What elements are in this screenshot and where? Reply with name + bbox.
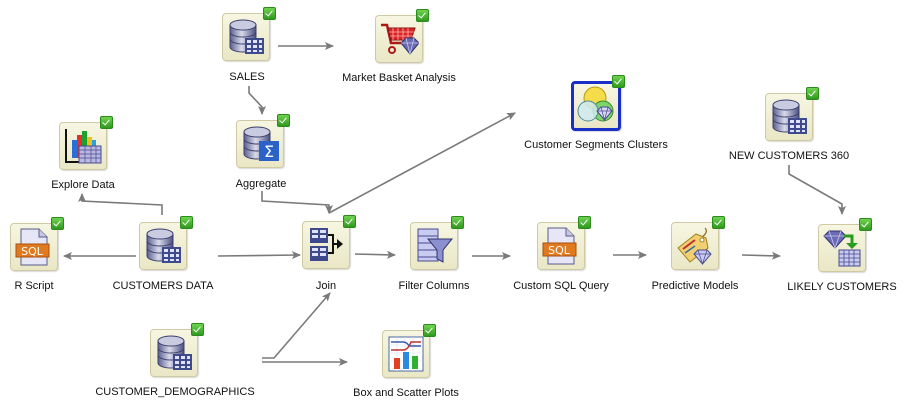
status-ok-icon bbox=[578, 216, 591, 229]
edge-aggregate-join[interactable] bbox=[261, 191, 333, 214]
node-tile[interactable]: SQL bbox=[537, 222, 585, 270]
status-ok-icon bbox=[191, 323, 204, 336]
svg-text:SQL: SQL bbox=[548, 244, 571, 257]
filter-funnel-icon bbox=[417, 228, 454, 263]
status-ok-icon bbox=[806, 87, 819, 100]
svg-text:SQL: SQL bbox=[21, 245, 44, 258]
edge-demographics-join[interactable] bbox=[262, 292, 331, 359]
node-box-scatter-plots[interactable] bbox=[382, 324, 436, 378]
join-icon bbox=[310, 228, 343, 261]
node-label: Explore Data bbox=[51, 179, 115, 191]
association-cart-icon bbox=[381, 23, 419, 55]
node-tile-selected[interactable] bbox=[571, 81, 621, 131]
node-tile[interactable] bbox=[139, 222, 187, 270]
status-ok-icon bbox=[100, 116, 113, 129]
node-tile[interactable] bbox=[302, 221, 350, 269]
status-ok-icon bbox=[51, 217, 64, 230]
graph-icon bbox=[388, 336, 424, 372]
status-ok-icon bbox=[277, 114, 290, 127]
node-tile[interactable] bbox=[765, 93, 813, 141]
node-tile[interactable] bbox=[382, 330, 430, 378]
model-tag-icon bbox=[677, 227, 712, 266]
node-label: Filter Columns bbox=[398, 280, 470, 292]
node-sales[interactable] bbox=[222, 7, 276, 61]
status-ok-icon bbox=[712, 216, 725, 229]
sql-script-icon: SQL bbox=[15, 228, 50, 266]
node-label: Join bbox=[315, 280, 337, 292]
node-label: Custom SQL Query bbox=[513, 280, 609, 292]
explore-chart-icon bbox=[65, 129, 102, 164]
node-tile[interactable]: Σ bbox=[236, 120, 284, 168]
edge-join-filter[interactable] bbox=[354, 250, 396, 259]
node-r-script[interactable]: SQL bbox=[10, 217, 64, 271]
node-tile[interactable] bbox=[150, 329, 198, 377]
node-label: Predictive Models bbox=[651, 280, 739, 292]
node-label: Market Basket Analysis bbox=[342, 72, 456, 84]
clustering-icon bbox=[577, 86, 614, 122]
node-tile[interactable] bbox=[671, 222, 719, 270]
node-new-customers-360[interactable] bbox=[765, 87, 819, 141]
node-label: SALES bbox=[229, 71, 265, 83]
node-market-basket[interactable] bbox=[375, 9, 429, 63]
node-filter-columns[interactable] bbox=[410, 216, 464, 270]
node-label: Customer Segments Clusters bbox=[524, 139, 668, 151]
status-ok-icon bbox=[263, 7, 276, 20]
node-customer-segments[interactable] bbox=[571, 75, 625, 131]
apply-output-icon bbox=[823, 230, 861, 267]
node-label: NEW CUSTOMERS 360 bbox=[728, 150, 850, 162]
svg-text:Σ: Σ bbox=[264, 142, 274, 161]
edge-newcustomers-likely[interactable] bbox=[788, 165, 846, 215]
node-tile[interactable]: SQL bbox=[10, 223, 58, 271]
node-tile[interactable] bbox=[59, 122, 107, 170]
status-ok-icon bbox=[859, 218, 872, 231]
node-tile[interactable] bbox=[410, 222, 458, 270]
node-label: Aggregate bbox=[235, 178, 287, 190]
edge-sales-aggregate[interactable] bbox=[248, 86, 266, 115]
node-custom-sql-query[interactable]: SQL bbox=[537, 216, 591, 270]
node-aggregate[interactable]: Σ bbox=[236, 114, 290, 168]
node-label: CUSTOMER_DEMOGRAPHICS bbox=[95, 386, 255, 398]
edge-join-segments[interactable] bbox=[328, 112, 516, 214]
node-customers-data[interactable] bbox=[139, 216, 193, 270]
status-ok-icon bbox=[343, 215, 356, 228]
node-label: R Script bbox=[14, 280, 54, 292]
edge-predictive-likely[interactable] bbox=[741, 251, 781, 260]
status-ok-icon bbox=[423, 324, 436, 337]
node-tile[interactable] bbox=[375, 15, 423, 63]
status-ok-icon bbox=[612, 75, 625, 88]
node-likely-customers[interactable] bbox=[818, 218, 872, 272]
node-customer-demographics[interactable] bbox=[150, 323, 204, 377]
node-tile[interactable] bbox=[222, 13, 270, 61]
node-label: LIKELY CUSTOMERS bbox=[787, 281, 897, 293]
node-label: Box and Scatter Plots bbox=[353, 387, 459, 399]
edge-customers-explore[interactable] bbox=[78, 193, 163, 215]
status-ok-icon bbox=[416, 9, 429, 22]
node-join[interactable] bbox=[302, 215, 356, 269]
edge-customers-join[interactable] bbox=[217, 251, 301, 260]
node-explore-data[interactable] bbox=[59, 116, 113, 170]
sql-script-icon: SQL bbox=[542, 227, 577, 265]
status-ok-icon bbox=[451, 216, 464, 229]
status-ok-icon bbox=[180, 216, 193, 229]
aggregate-sigma-icon: Σ bbox=[243, 126, 279, 161]
data-source-icon bbox=[229, 19, 264, 54]
data-source-icon bbox=[146, 228, 181, 263]
node-label: CUSTOMERS DATA bbox=[112, 280, 214, 292]
data-source-icon bbox=[772, 99, 807, 134]
node-predictive-models[interactable] bbox=[671, 216, 725, 270]
data-source-icon bbox=[157, 335, 192, 370]
node-tile[interactable] bbox=[818, 224, 866, 272]
